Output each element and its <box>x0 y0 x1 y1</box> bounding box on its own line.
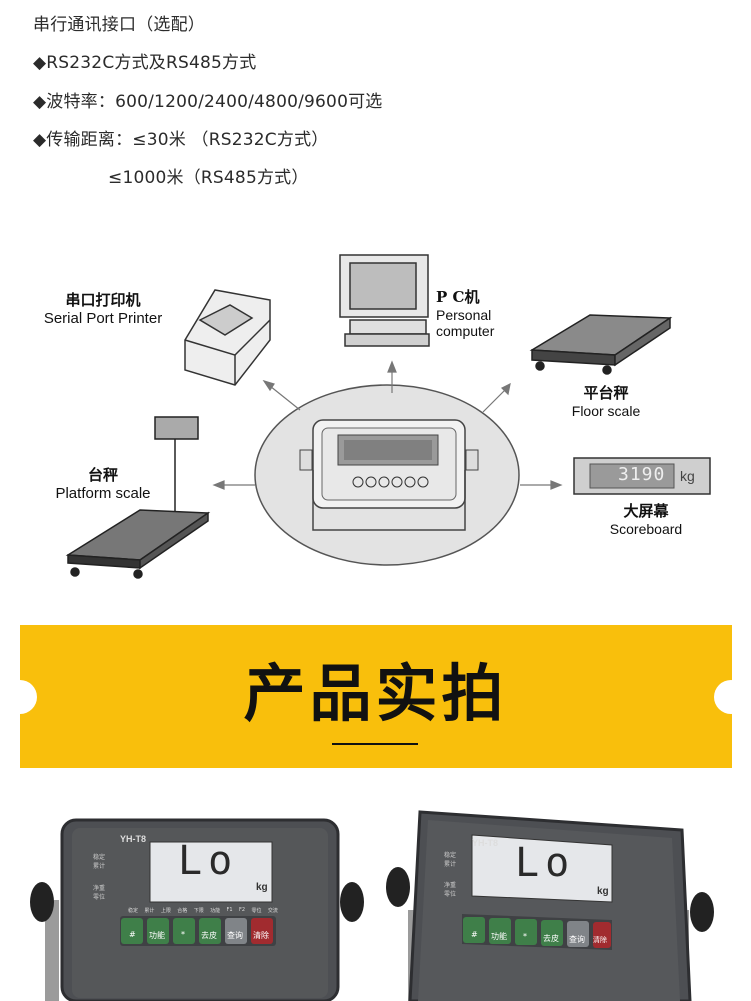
side-label-stable-angled: 稳定 <box>444 852 457 859</box>
key-hash[interactable]: # <box>471 930 478 939</box>
floor-scale-label: 平台秤 Floor scale <box>560 382 652 419</box>
banner-notch-left <box>3 680 37 714</box>
model-label-front: YH-T8 <box>120 834 147 844</box>
key-query[interactable]: 查询 <box>227 931 243 940</box>
floor-scale-label-zh: 平台秤 <box>583 384 629 402</box>
product-photo-angled <box>386 810 714 1001</box>
lcd-reading-angled: Lo <box>515 840 576 886</box>
scoreboard-unit: kg <box>680 468 695 484</box>
key-clear[interactable]: 清除 <box>253 931 269 940</box>
pc-label-zh: P C机 <box>436 288 480 306</box>
indicator-label: 稳定 <box>128 908 139 914</box>
indicator-labels-front: 稳定 累计 上限 合格 下限 功能 F1 F2 零位 交流 <box>128 907 278 914</box>
banner-underline <box>332 743 418 745</box>
key-clear[interactable]: 清除 <box>593 936 607 944</box>
spec-baud-rate: ◆波特率：600/1200/2400/4800/9600可选 <box>33 92 383 112</box>
indicator-label: 累计 <box>144 908 155 914</box>
key-function[interactable]: 功能 <box>491 932 507 941</box>
scoreboard-label: 大屏幕 Scoreboard <box>598 500 694 537</box>
key-star[interactable]: * <box>181 930 185 939</box>
side-label-zero-angled: 零位 <box>444 891 457 898</box>
printer-label-zh: 串口打印机 <box>65 291 141 309</box>
key-function[interactable]: 功能 <box>149 931 165 940</box>
indicator-label: 合格 <box>177 908 188 914</box>
platform-scale-label-zh: 台秤 <box>87 466 118 484</box>
key-tare[interactable]: 去皮 <box>543 934 559 943</box>
indicator-label: 下限 <box>193 908 204 914</box>
indicator-label: F1 <box>226 907 233 913</box>
banner-title: 产品实拍 <box>243 657 508 730</box>
spec-title: 串行通讯接口（选配） <box>33 15 205 35</box>
side-label-net-angled: 净重 <box>444 882 457 889</box>
platform-scale-label: 台秤 Platform scale <box>40 464 166 502</box>
pc-illustration <box>339 254 430 347</box>
weighing-indicator-illustration <box>299 419 479 531</box>
printer-illustration <box>184 289 271 386</box>
product-photos-svg <box>30 810 714 1001</box>
indicator-label: 零位 <box>251 908 262 914</box>
printer-label-en: Serial Port Printer <box>43 310 163 327</box>
floor-scale-label-en: Floor scale <box>571 403 641 419</box>
product-photos: YH-T8 稳定 累计 净重 零位 Lo kg 稳定 累计 上限 合格 下限 功… <box>0 790 751 1001</box>
lcd-unit-angled: kg <box>597 886 609 897</box>
scoreboard-label-en: Scoreboard <box>609 521 683 537</box>
connection-arrows <box>212 360 563 490</box>
key-hash[interactable]: # <box>129 930 136 939</box>
spec-interface-mode: ◆RS232C方式及RS485方式 <box>33 53 257 73</box>
indicator-label: F2 <box>239 907 246 913</box>
scoreboard-label-zh: 大屏幕 <box>623 502 669 520</box>
pc-label-en-2: computer <box>436 323 495 339</box>
indicator-label: 交流 <box>267 908 278 914</box>
key-tare[interactable]: 去皮 <box>201 931 217 940</box>
spec-distance-rs232: ◆传输距离：≤30米 （RS232C方式） <box>33 130 329 150</box>
side-label-stable-front: 稳定 <box>93 854 106 861</box>
lcd-reading-front: Lo <box>178 838 239 884</box>
printer-label: 串口打印机 Serial Port Printer <box>28 289 178 327</box>
connection-diagram <box>65 254 711 579</box>
pc-label-en-1: Personal <box>436 307 492 323</box>
scoreboard-illustration <box>573 457 711 495</box>
side-label-total-front: 累计 <box>93 863 106 870</box>
lcd-unit-front: kg <box>256 882 268 893</box>
key-star[interactable]: * <box>523 932 527 941</box>
pc-label: P C机 Personal computer <box>436 286 506 339</box>
scoreboard-display-value: 3190 <box>618 464 666 485</box>
key-query[interactable]: 查询 <box>569 935 585 944</box>
side-label-total-angled: 累计 <box>444 861 457 868</box>
indicator-label: 上限 <box>160 908 171 914</box>
spec-distance-rs485: ≤1000米（RS485方式） <box>108 168 309 188</box>
platform-scale-illustration <box>65 416 211 579</box>
side-label-net-front: 净重 <box>93 885 106 892</box>
platform-scale-label-en: Platform scale <box>55 485 151 502</box>
banner-notch-right <box>714 680 748 714</box>
floor-scale-illustration <box>529 314 673 375</box>
side-label-zero-front: 零位 <box>93 894 106 901</box>
product-photo-front <box>30 818 364 1001</box>
indicator-label: 功能 <box>210 908 221 914</box>
model-label-angled: YH-T8 <box>472 838 499 848</box>
